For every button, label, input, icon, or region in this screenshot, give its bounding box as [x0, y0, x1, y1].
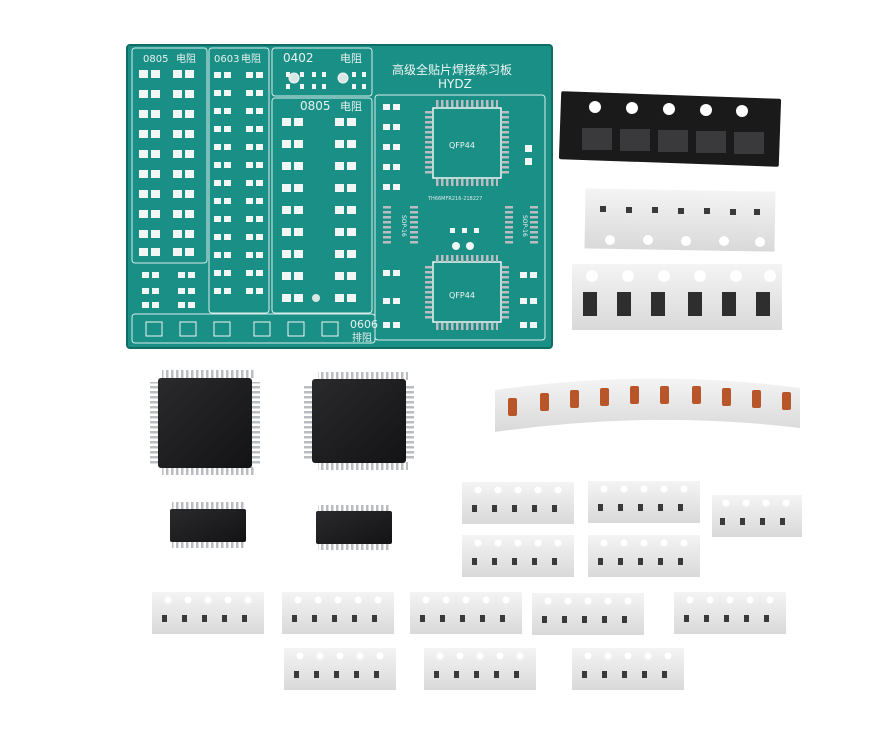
- label-0805-mid: 0805: [300, 99, 331, 113]
- label-0402: 0402: [283, 51, 314, 65]
- tape-strip: [282, 592, 394, 634]
- tape-strip: [284, 648, 396, 690]
- label-0805-mid-cn: 电阻: [340, 100, 362, 113]
- pads-0805-mid: [282, 118, 356, 302]
- pads-right-small: [383, 104, 537, 328]
- diode-tape: [495, 378, 800, 432]
- qfp-chip-right: [304, 372, 414, 470]
- tape-strip: [410, 592, 522, 634]
- qfp-top-label: QFP44: [449, 141, 475, 150]
- pads-0805-left: [139, 70, 195, 308]
- board-tiny-text: TH66MFR216-218227: [427, 196, 482, 202]
- tape-strip: [152, 592, 264, 634]
- tape-strip: [674, 592, 786, 634]
- tape-strip: [712, 495, 802, 537]
- label-0805-left-cn: 电阻: [176, 52, 196, 65]
- label-0402-cn: 电阻: [340, 52, 362, 65]
- tape-strip: [588, 535, 700, 577]
- pads-0603: [214, 72, 263, 294]
- pcb-board: 0805 电阻 0603 电阻 0402 电阻 0805 电阻 0606 排阻 …: [126, 44, 553, 349]
- qfp-footprint-top: QFP44: [425, 100, 509, 186]
- board-title-en: HYDZ: [438, 77, 472, 91]
- sop-chip-left: [170, 502, 246, 548]
- sop-left-label: SOP-16: [400, 215, 407, 237]
- sop-chip-right: [316, 505, 392, 550]
- label-0606-cn: 排阻: [352, 331, 372, 344]
- tape-strip: [532, 593, 644, 635]
- label-0603-cn: 电阻: [241, 52, 261, 65]
- board-title-cn: 高级全贴片焊接练习板: [392, 62, 512, 77]
- tape-strip: [588, 481, 700, 523]
- white-tape-resistor-networks: [572, 264, 782, 330]
- black-carrier-tape: [558, 91, 782, 167]
- qfp-bottom-label: QFP44: [449, 291, 475, 300]
- tape-strip: [424, 648, 536, 690]
- tape-strip: [572, 648, 684, 690]
- tape-strip: [462, 535, 574, 577]
- label-0606: 0606: [350, 318, 378, 331]
- qfp-footprint-bottom: QFP44: [425, 255, 509, 330]
- tape-strip: [462, 482, 574, 524]
- sop-right-label: SOP-16: [521, 215, 528, 237]
- pads-0402: [286, 72, 366, 89]
- pads-0606: [145, 321, 339, 337]
- small-tape-strips: [152, 481, 802, 690]
- label-0805-left: 0805: [143, 54, 168, 65]
- white-tape-small-parts: [584, 188, 776, 252]
- sop-footprints: SOP-16 SOP-16: [383, 205, 538, 245]
- label-0603: 0603: [214, 54, 239, 65]
- qfp-chip-left: [150, 370, 260, 475]
